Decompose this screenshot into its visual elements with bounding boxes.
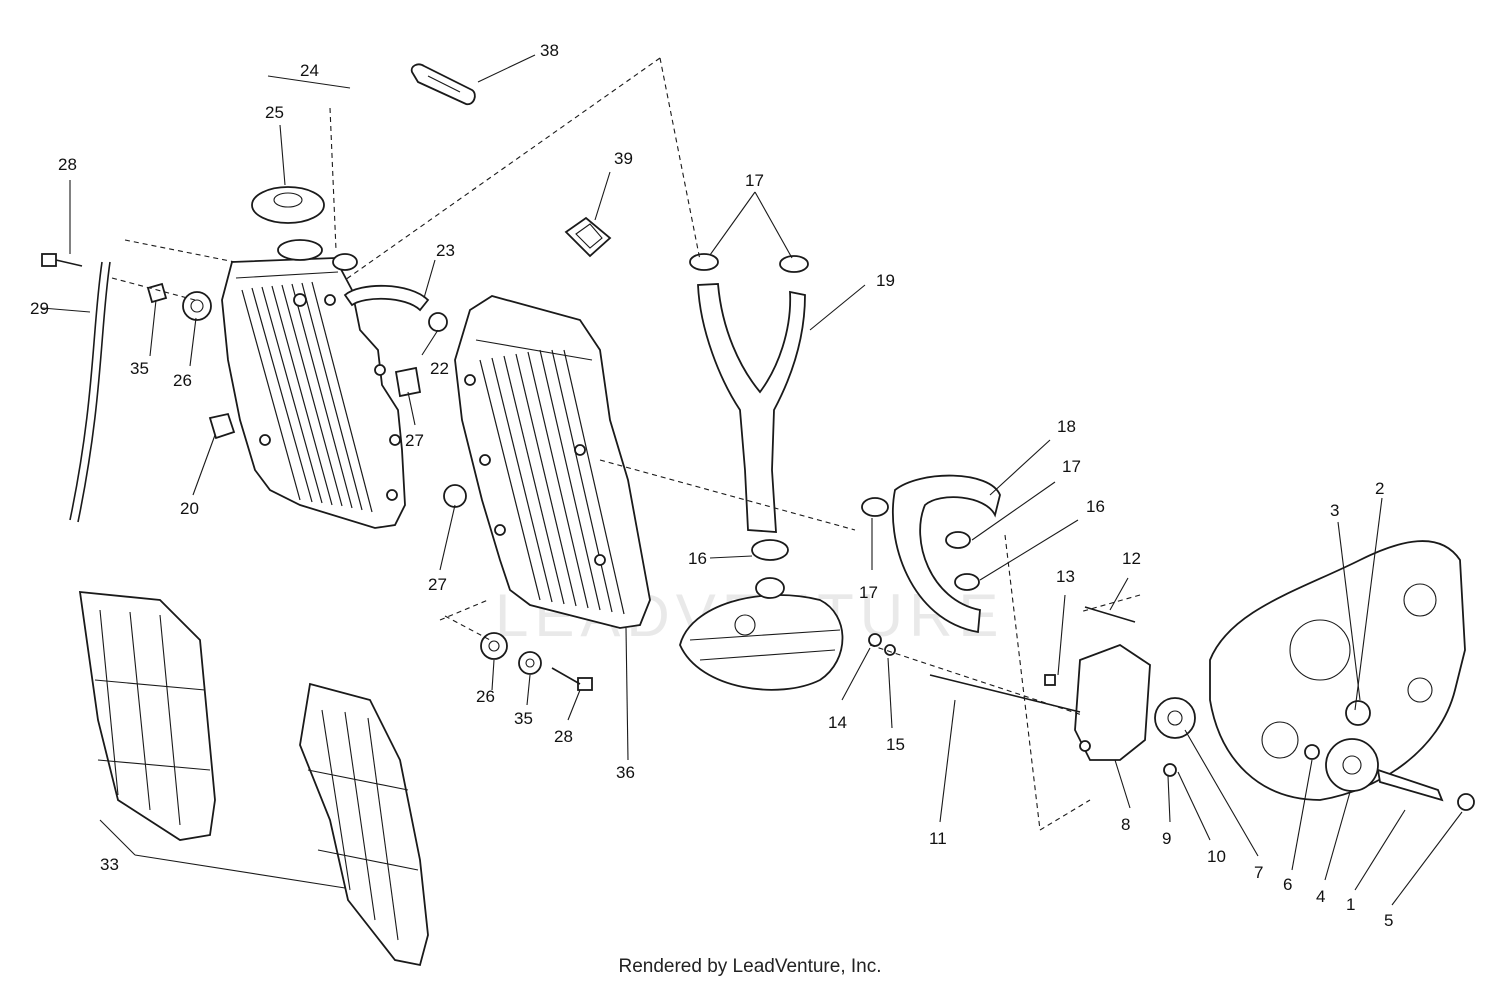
gear-shaft — [1304, 700, 1475, 811]
callout-29: 29 — [30, 299, 49, 318]
callout-35-lower: 35 — [514, 709, 533, 728]
callout-15: 15 — [886, 735, 905, 754]
callout-27-upper: 27 — [405, 431, 424, 450]
callout-10: 10 — [1207, 847, 1226, 866]
bolts-right — [868, 606, 1136, 713]
callout-11: 11 — [929, 829, 947, 848]
grommet-27-lower — [443, 484, 467, 508]
y-hose — [689, 253, 809, 533]
callout-33: 33 — [100, 855, 119, 874]
callout-7: 7 — [1254, 863, 1263, 882]
callout-3: 3 — [1330, 501, 1339, 520]
crankcase — [1209, 540, 1466, 801]
callout-24: 24 — [300, 61, 319, 80]
callout-38: 38 — [540, 41, 559, 60]
callout-14: 14 — [828, 713, 847, 732]
callout-9: 9 — [1162, 829, 1171, 848]
callout-26-upper: 26 — [173, 371, 192, 390]
callout-labels: 1 2 3 4 5 6 7 8 9 10 11 12 13 14 15 16 1… — [30, 41, 1393, 930]
callout-5: 5 — [1384, 911, 1393, 930]
callout-17-top: 17 — [745, 171, 764, 190]
callout-27-lower: 27 — [428, 575, 447, 594]
callout-35-upper: 35 — [130, 359, 149, 378]
callout-19: 19 — [876, 271, 895, 290]
water-pump — [1074, 643, 1196, 777]
leader-lines — [41, 54, 1463, 906]
clamp-38 — [410, 63, 476, 106]
callout-26-lower: 26 — [476, 687, 495, 706]
callout-2: 2 — [1375, 479, 1384, 498]
shroud-left — [78, 590, 216, 841]
footer-credit: Rendered by LeadVenture, Inc. — [618, 956, 882, 977]
callout-12: 12 — [1122, 549, 1141, 568]
callout-28-lower: 28 — [554, 727, 573, 746]
callout-4: 4 — [1316, 887, 1325, 906]
bolt-upper — [41, 253, 83, 267]
cylinder-head — [679, 539, 844, 691]
callout-22: 22 — [430, 359, 449, 378]
callout-39: 39 — [614, 149, 633, 168]
overflow-tube — [69, 261, 111, 523]
callout-13: 13 — [1056, 567, 1075, 586]
shroud-right — [299, 682, 429, 967]
radiator-cap — [251, 186, 325, 224]
part-39 — [564, 216, 612, 258]
lower-mount — [480, 632, 593, 691]
grommets-left — [146, 282, 448, 440]
callout-17-right: 17 — [1062, 457, 1081, 476]
callout-1: 1 — [1346, 895, 1355, 914]
left-radiator — [221, 239, 406, 529]
callout-25: 25 — [265, 103, 284, 122]
right-radiator — [454, 295, 651, 629]
callout-17-lower: 17 — [859, 583, 878, 602]
callout-20: 20 — [180, 499, 199, 518]
callout-16-right: 16 — [1086, 497, 1105, 516]
callout-18: 18 — [1057, 417, 1076, 436]
callout-36: 36 — [616, 763, 635, 782]
hose-18 — [861, 474, 1001, 634]
hose-23 — [343, 284, 430, 312]
callout-23: 23 — [436, 241, 455, 260]
callout-6: 6 — [1283, 875, 1292, 894]
callout-28-upper: 28 — [58, 155, 77, 174]
callout-8: 8 — [1121, 815, 1130, 834]
callout-16-left: 16 — [688, 549, 707, 568]
